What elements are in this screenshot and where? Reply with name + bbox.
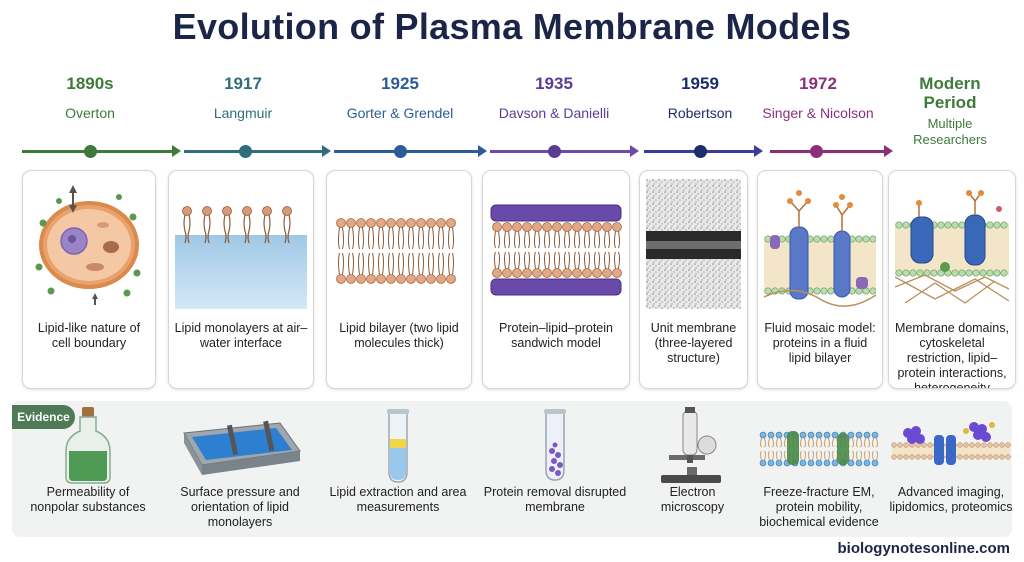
monolayer-illustration xyxy=(175,179,307,309)
timeline-segment xyxy=(334,150,480,153)
timeline-dot xyxy=(239,145,252,158)
period-researchers: Overton xyxy=(65,105,115,121)
timeline-segment xyxy=(22,150,174,153)
period-year: 1925 xyxy=(381,74,419,93)
evidence-text: Surface pressure and orientation of lipi… xyxy=(180,485,300,529)
evidence-gorter-grendel: Lipid extraction and area measurements xyxy=(326,401,470,537)
model-card-modern: Membrane domains, cytoskeletal restricti… xyxy=(888,170,1016,389)
sandwich-illustration xyxy=(489,179,623,309)
timeline-dot xyxy=(394,145,407,158)
period-year: 1959 xyxy=(681,74,719,93)
evidence-overton: Permeability of nonpolar substances xyxy=(22,401,154,537)
fluid-mosaic-icon xyxy=(757,405,881,485)
timeline-dot xyxy=(548,145,561,158)
timeline-arrow-icon xyxy=(630,145,639,157)
period-1890s: 1890s Overton xyxy=(20,74,160,122)
period-researchers: Robertson xyxy=(667,105,733,121)
cell-illustration xyxy=(29,179,149,309)
evidence-robertson: Electron microscopy xyxy=(639,401,746,537)
period-year: 1890s xyxy=(66,74,114,93)
model-card-singer-nicolson: Fluid mosaic model: proteins in a fluid … xyxy=(757,170,883,389)
evidence-text: Advanced imaging, lipidomics, proteomics xyxy=(889,485,1013,514)
model-description: Protein–lipid–protein sandwich model xyxy=(499,321,613,350)
period-1959: 1959 Robertson xyxy=(635,74,765,122)
evidence-langmuir: Surface pressure and orientation of lipi… xyxy=(168,401,312,537)
glass-bottle-icon xyxy=(22,405,154,485)
period-researchers: Langmuir xyxy=(213,105,273,121)
model-card-overton: Lipid-like nature of cell boundary xyxy=(22,170,156,389)
period-year: 1935 xyxy=(535,74,573,93)
membrane-domains-illustration xyxy=(895,179,1009,309)
period-researchers: Davson & Danielli xyxy=(498,105,610,121)
model-card-gorter-grendel: Lipid bilayer (two lipid molecules thick… xyxy=(326,170,472,389)
test-tube-icon xyxy=(326,405,470,485)
unit-membrane-illustration xyxy=(646,179,741,309)
model-description: Membrane domains, cytoskeletal restricti… xyxy=(895,321,1009,389)
evidence-text: Electron microscopy xyxy=(660,485,725,514)
period-1972: 1972 Singer & Nicolson xyxy=(748,74,888,122)
bilayer-illustration xyxy=(333,179,465,309)
timeline-dot xyxy=(810,145,823,158)
model-description: Lipid bilayer (two lipid molecules thick… xyxy=(339,321,459,350)
protein-complex-icon xyxy=(888,405,1014,485)
period-researchers: Gorter & Grendel xyxy=(346,105,454,121)
evidence-modern: Advanced imaging, lipidomics, proteomics xyxy=(888,401,1014,537)
model-card-robertson: Unit membrane (three-layered structure) xyxy=(639,170,748,389)
model-description: Unit membrane (three-layered structure) xyxy=(650,321,737,365)
period-modern: Modern Period Multiple Researchers xyxy=(905,74,995,148)
evidence-text: Freeze-fracture EM, protein mobility, bi… xyxy=(759,485,879,529)
evidence-text: Protein removal disrupted membrane xyxy=(483,485,627,514)
test-tube-protein-icon xyxy=(482,405,628,485)
model-description: Lipid monolayers at air–water interface xyxy=(174,321,308,350)
page-title: Evolution of Plasma Membrane Models xyxy=(172,6,852,47)
model-card-langmuir: Lipid monolayers at air–water interface xyxy=(168,170,314,389)
evidence-label: Evidence xyxy=(12,405,75,429)
evidence-text: Lipid extraction and area measurements xyxy=(329,485,467,514)
period-researchers: Singer & Nicolson xyxy=(762,105,874,121)
period-year: 1917 xyxy=(224,74,262,93)
evidence-davson-danielli: Protein removal disrupted membrane xyxy=(482,401,628,537)
model-description: Lipid-like nature of cell boundary xyxy=(37,321,141,350)
timeline-arrow-icon xyxy=(478,145,487,157)
timeline-arrow-icon xyxy=(172,145,181,157)
microscope-icon xyxy=(639,405,746,485)
model-description: Fluid mosaic model: proteins in a fluid … xyxy=(764,321,876,365)
period-researchers: Multiple Researchers xyxy=(913,116,987,147)
fluid-mosaic-illustration xyxy=(764,179,876,309)
timeline-segment xyxy=(490,150,632,153)
timeline-arrow-icon xyxy=(754,145,763,157)
model-card-davson-danielli: Protein–lipid–protein sandwich model xyxy=(482,170,630,389)
evidence-band xyxy=(12,401,1012,537)
period-year: Modern Period xyxy=(919,74,981,112)
timeline-segment xyxy=(770,150,886,153)
footer-website: biologynotesonline.com xyxy=(837,540,1010,557)
timeline-arrow-icon xyxy=(322,145,331,157)
period-year: 1972 xyxy=(799,74,837,93)
timeline-segment xyxy=(184,150,324,153)
evidence-singer-nicolson: Freeze-fracture EM, protein mobility, bi… xyxy=(757,401,881,537)
timeline-dot xyxy=(84,145,97,158)
period-1925: 1925 Gorter & Grendel xyxy=(325,74,475,122)
evidence-text: Permeability of nonpolar substances xyxy=(30,485,146,514)
langmuir-trough-icon xyxy=(168,405,312,485)
timeline-dot xyxy=(694,145,707,158)
timeline-arrow-icon xyxy=(884,145,893,157)
period-1935: 1935 Davson & Danielli xyxy=(478,74,630,122)
period-1917: 1917 Langmuir xyxy=(173,74,313,122)
